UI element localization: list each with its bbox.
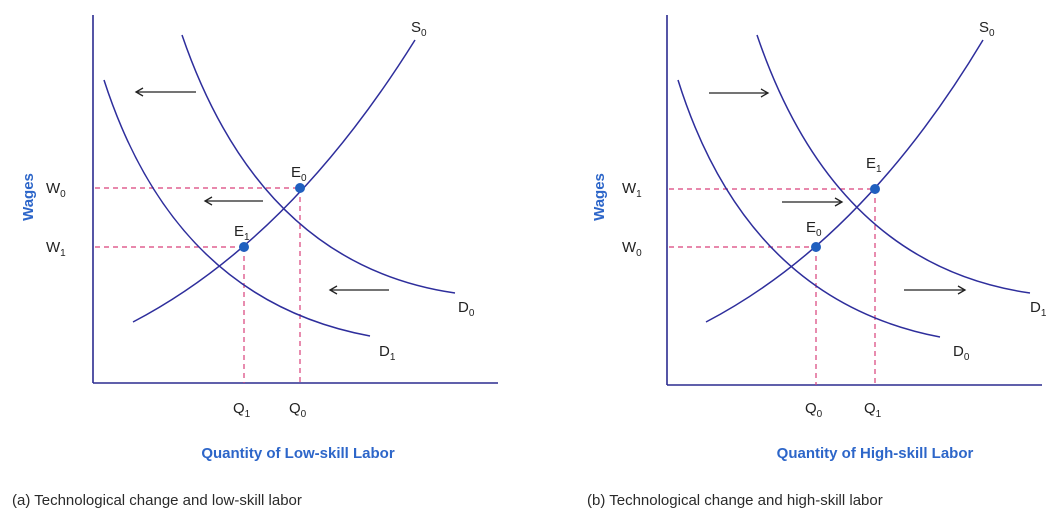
panel-a-shift-arrow bbox=[328, 285, 389, 295]
panel-a-wage-w0-label: W0 bbox=[46, 180, 66, 200]
panel-a-wage-w1-label: W1 bbox=[46, 239, 66, 259]
panel-b-wage-w1-label: W1 bbox=[622, 180, 642, 200]
panel-b: S0 D1 D0 E1 E0 W1 W0 Q0 Q1 Wages Quantit… bbox=[587, 15, 1047, 509]
panel-a: S0 D0 D1 E0 E1 W0 W1 Q1 Q0 Wages Quantit… bbox=[12, 15, 498, 509]
panel-b-y-axis-title: Wages bbox=[591, 173, 608, 221]
panel-b-supply-curve bbox=[705, 39, 984, 323]
panel-b-supply-label: S0 bbox=[979, 19, 995, 39]
panel-b-quantity-q0-label: Q0 bbox=[805, 400, 823, 420]
panel-a-quantity-q0-label: Q0 bbox=[289, 400, 307, 420]
panel-b-equilibrium-e1-point bbox=[870, 184, 880, 194]
panel-b-demand-d0-curve bbox=[677, 79, 941, 338]
panel-a-quantity-q1-label: Q1 bbox=[233, 400, 251, 420]
panel-a-supply-curve bbox=[132, 39, 416, 323]
panel-a-shift-arrow bbox=[134, 87, 196, 97]
panel-b-equilibrium-e0-point bbox=[811, 242, 821, 252]
panel-a-equilibrium-e1-point bbox=[239, 242, 249, 252]
panel-b-demand-d1-curve bbox=[756, 34, 1031, 294]
panel-b-wage-w0-label: W0 bbox=[622, 239, 642, 259]
panel-a-equilibrium-e0-label: E0 bbox=[291, 164, 307, 184]
panel-a-demand-d0-curve bbox=[181, 34, 456, 294]
panel-b-shift-arrow bbox=[782, 197, 844, 207]
panel-a-shift-arrow bbox=[203, 196, 263, 206]
panel-b-quantity-q1-label: Q1 bbox=[864, 400, 882, 420]
panel-b-shift-arrow bbox=[709, 88, 770, 98]
panel-a-caption: (a) Technological change and low-skill l… bbox=[12, 492, 302, 509]
panel-b-shift-arrow bbox=[904, 285, 967, 295]
panel-a-equilibrium-e0-point bbox=[295, 183, 305, 193]
panel-b-equilibrium-e1-label: E1 bbox=[866, 155, 882, 175]
panel-b-caption: (b) Technological change and high-skill … bbox=[587, 492, 883, 509]
panel-a-y-axis-title: Wages bbox=[20, 173, 37, 221]
panel-a-demand-d0-label: D0 bbox=[458, 299, 475, 319]
panel-a-demand-d1-curve bbox=[103, 79, 371, 337]
panel-b-demand-d1-label: D1 bbox=[1030, 299, 1047, 319]
panel-b-x-axis-title: Quantity of High-skill Labor bbox=[777, 445, 974, 462]
panel-a-equilibrium-e1-label: E1 bbox=[234, 223, 250, 243]
panel-a-supply-label: S0 bbox=[411, 19, 427, 39]
panel-b-demand-d0-label: D0 bbox=[953, 343, 970, 363]
panel-b-equilibrium-e0-label: E0 bbox=[806, 219, 822, 239]
panel-a-x-axis-title: Quantity of Low-skill Labor bbox=[201, 445, 395, 462]
panel-a-demand-d1-label: D1 bbox=[379, 343, 396, 363]
